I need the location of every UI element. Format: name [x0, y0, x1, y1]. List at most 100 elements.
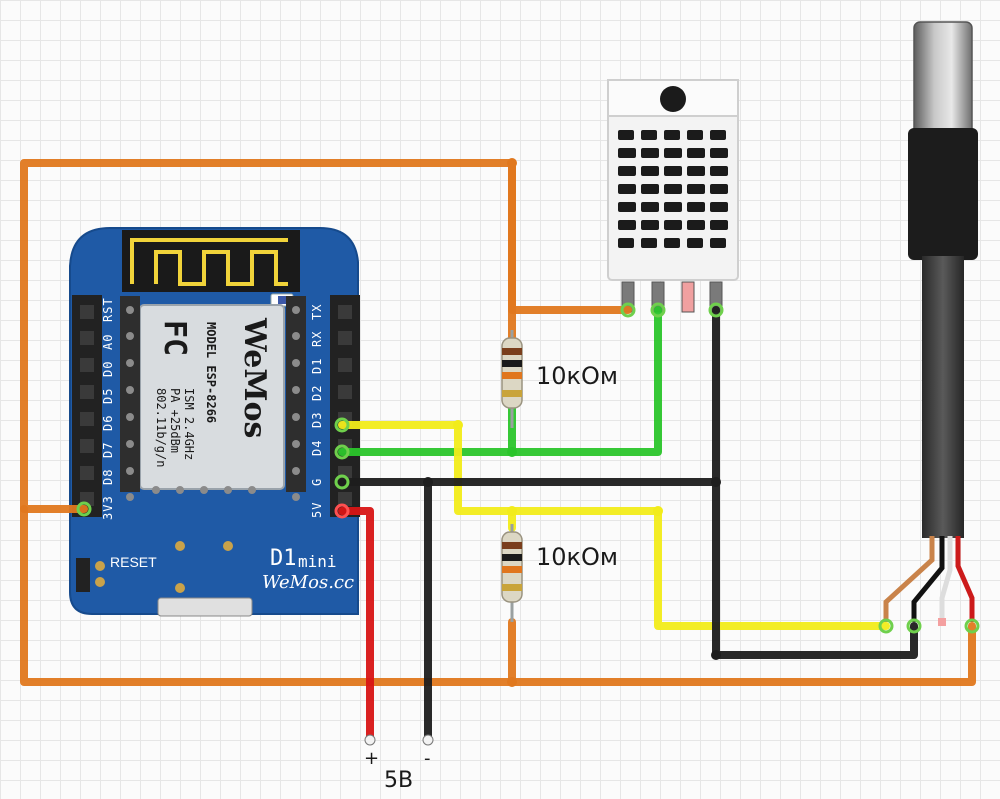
right-header-hole: [338, 305, 352, 319]
board-pin-holes: [80, 305, 352, 593]
pin-connection-end: [76, 501, 92, 517]
probe-lead-brown: [883, 536, 935, 622]
right-header-hole: [338, 492, 352, 506]
pin-connection-end: [708, 302, 724, 318]
dht22-grille-slot: [710, 202, 728, 212]
left-header-hole: [80, 412, 94, 426]
reset-button[interactable]: [76, 558, 90, 592]
pin-label-left-3v3: 3V3: [101, 495, 115, 520]
dht22-grille-slot: [641, 184, 659, 194]
module-pad: [200, 486, 208, 494]
pin-connection-end: [334, 474, 350, 490]
supply-voltage-label: 5В: [384, 768, 414, 793]
right-header-hole: [338, 358, 352, 372]
pin-label-right-5v: 5V: [310, 501, 324, 518]
dht22-grille-slot: [618, 238, 634, 248]
pin-connection-end: [650, 302, 666, 318]
resistor-1-band: [502, 390, 522, 397]
dht22-grille-slot: [687, 166, 705, 176]
probe-lead-white: [939, 536, 953, 618]
pin-label-left-d6: D6: [101, 414, 115, 431]
dht22-grille-slot: [710, 130, 726, 140]
module-pad: [176, 486, 184, 494]
dht22-grille-slot: [641, 166, 659, 176]
dht22-grille-slot: [618, 148, 636, 158]
inner-pad-left: [126, 440, 134, 448]
module-pad: [248, 486, 256, 494]
dht22-grille-slot: [618, 166, 636, 176]
dht22-grille-slot: [664, 184, 682, 194]
pin-label-right-tx: TX: [310, 303, 324, 320]
resistors: [501, 330, 523, 622]
dht22-grille-slot: [664, 238, 680, 248]
module-line-ism: ISM 2.4GHz: [182, 388, 196, 461]
wire-d4-to-dht-data: [338, 306, 662, 456]
board-solder-pad: [175, 583, 185, 593]
probe-cable: [922, 256, 964, 538]
left-header-hole: [80, 358, 94, 372]
resistor-1-band: [502, 372, 522, 379]
resistor-1-band: [502, 348, 522, 355]
pin-label-right-d2: D2: [310, 384, 324, 401]
resistor-1-label: 10кОм: [536, 362, 619, 390]
wire-d3-to-probe-data: [338, 421, 890, 630]
module-line-pa: PA +25dBm: [168, 388, 182, 454]
dht22-grille-slot: [664, 130, 680, 140]
inner-pad-right: [292, 493, 300, 501]
probe-metal-tip: [913, 21, 973, 135]
pin-label-right-rx: RX: [310, 330, 324, 347]
left-header-hole: [80, 385, 94, 399]
board-name: D1: [270, 546, 297, 571]
left-header-hole: [80, 439, 94, 453]
wire-junction: [507, 158, 517, 168]
resistor-1-band: [502, 360, 522, 367]
module-logo: WeMos: [237, 318, 272, 439]
wire-junction: [711, 477, 721, 487]
pin-label-left-d8: D8: [101, 468, 115, 485]
dht22-grille-slot: [664, 166, 682, 176]
usb-connector: [157, 597, 253, 617]
inner-pad-left: [126, 467, 134, 475]
pin-label-left-rst: RST: [101, 297, 115, 322]
pin-connection-end: [964, 618, 980, 634]
pin-connection-end: [620, 302, 636, 318]
inner-pad-right: [292, 467, 300, 475]
dht22-grille-slot: [710, 238, 726, 248]
pin-label-left-d5: D5: [101, 387, 115, 404]
module-fcc-mark: FC: [157, 320, 192, 357]
wire-junction: [507, 447, 517, 457]
inner-pad-right: [292, 306, 300, 314]
dht22-grille-slot: [664, 148, 682, 158]
supply-terminal: [364, 734, 376, 746]
wire-junctions: [76, 158, 980, 746]
wire-3v3-to-dht-vcc: [20, 159, 632, 513]
left-header-hole: [80, 466, 94, 480]
dht22-mount-hole: [660, 86, 686, 112]
module-pad: [152, 486, 160, 494]
wemos-d1-mini-board: [69, 227, 360, 617]
inner-pad-left: [126, 386, 134, 394]
dht22-grille-slot: [687, 238, 703, 248]
dht22-grille-slot: [618, 220, 636, 230]
wire-junction: [711, 650, 721, 660]
dht22-grille-slot: [618, 202, 636, 212]
supply-terminal: [422, 734, 434, 746]
wire-junction: [507, 677, 517, 687]
dht22-grille-slot: [687, 148, 705, 158]
board-solder-pad: [175, 541, 185, 551]
module-line-model: MODEL ESP-8266: [204, 322, 218, 424]
pin-connection-end: [906, 618, 922, 634]
dht22-grille-slot: [641, 130, 657, 140]
inner-pad-left: [126, 359, 134, 367]
pin-label-right-g: G: [310, 477, 324, 486]
wire-5v-to-supply-plus: [338, 507, 374, 744]
pin-connection-end: [334, 444, 350, 460]
left-header-hole: [80, 305, 94, 319]
dht22-grille-slot: [710, 148, 728, 158]
module-pad: [224, 486, 232, 494]
board-brand-site: WeMos.cc: [262, 572, 355, 593]
board-solder-pad: [95, 561, 105, 571]
supply-minus-label: -: [424, 748, 431, 769]
dht22-grille-slot: [710, 220, 728, 230]
